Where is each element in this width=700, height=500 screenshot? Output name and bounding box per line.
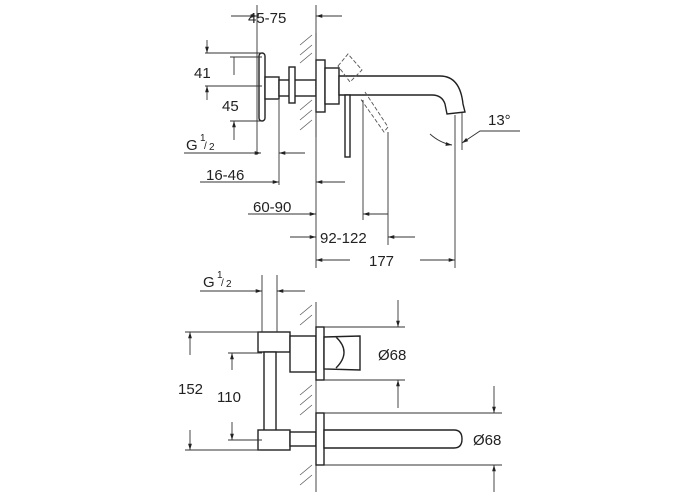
dia-spout-rosette: Ø68 <box>473 432 501 449</box>
mixer-body <box>258 52 340 122</box>
spout-angle: 13° <box>488 112 511 129</box>
dim-total-height: 152 <box>178 381 203 398</box>
thread-label-bottom: G 1 / 2 <box>203 270 232 291</box>
svg-text:1: 1 <box>200 133 206 144</box>
wall-hatching-bottom <box>299 302 317 492</box>
concealed-body <box>257 331 317 451</box>
front-view: G 1 / 2 152 110 Ø68 Ø68 <box>178 270 502 492</box>
spout-front <box>323 429 463 449</box>
dim-spout-length: 177 <box>369 253 394 270</box>
spout-rosette <box>315 412 325 466</box>
thread-label-top: G 1 / 2 <box>186 133 215 154</box>
dia-handle-rosette: Ø68 <box>378 347 406 364</box>
dim-lever-swing: 92-122 <box>320 230 367 247</box>
svg-text:G: G <box>186 137 198 154</box>
spout <box>338 75 466 115</box>
svg-text:1: 1 <box>217 270 223 281</box>
dim-axis-distance: 110 <box>217 389 241 406</box>
dim-lever: 60-90 <box>253 199 291 216</box>
dim-rosette: 16-46 <box>206 167 244 184</box>
svg-text:2: 2 <box>209 142 215 153</box>
svg-text:G: G <box>203 274 215 291</box>
lever <box>344 94 351 158</box>
svg-text:2: 2 <box>226 279 232 290</box>
svg-text:/: / <box>221 278 224 289</box>
handle-knob <box>323 335 361 371</box>
dimension-lines <box>184 5 520 268</box>
handle-rosette <box>315 326 325 381</box>
dim-height-lower: 45 <box>222 98 239 115</box>
svg-text:/: / <box>204 141 207 152</box>
dim-height-upper: 41 <box>194 65 211 82</box>
top-side-view: 45-75 41 45 G 1 / 2 16-46 60-90 92-122 1… <box>184 5 520 270</box>
dimension-lines-bottom <box>185 275 502 492</box>
dim-wall-depth: 45-75 <box>248 10 286 27</box>
